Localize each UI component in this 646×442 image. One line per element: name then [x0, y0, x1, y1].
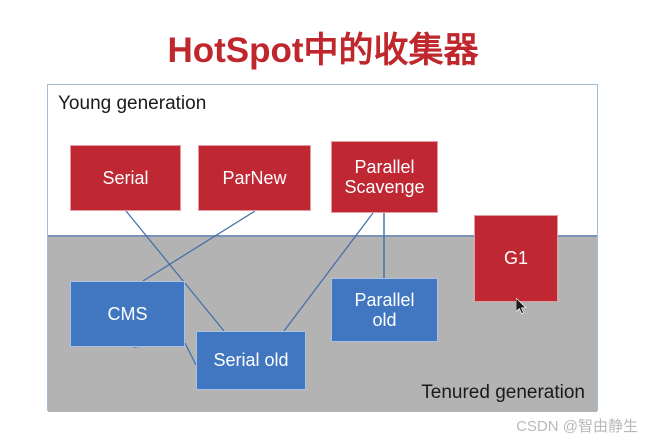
tenured-generation-label: Tenured generation [421, 382, 585, 403]
collector-box-serial-old[interactable]: Serial old [196, 331, 306, 390]
collector-label-parallel-scavenge-line1: Parallel [354, 156, 415, 177]
collector-box-parallel-old[interactable]: Parallel old [331, 278, 438, 342]
collector-label-parallel-old-line1: Parallel [354, 289, 415, 310]
collector-box-cms[interactable]: CMS [70, 281, 185, 347]
page-title: HotSpot中的收集器 [167, 31, 479, 70]
collector-diagram: Young generation Tenured generation Seri… [47, 84, 598, 412]
collector-label-parnew: ParNew [222, 167, 287, 188]
collector-label-serial: Serial [102, 167, 149, 188]
collector-label-parallel-old-line2: old [372, 310, 397, 330]
csdn-watermark: CSDN @智由静生 [516, 418, 638, 435]
young-generation-label: Young generation [58, 93, 207, 114]
collector-label-g1: G1 [503, 248, 528, 269]
collector-label-parallel-old: Parallel old [354, 290, 414, 330]
collector-label-parallel-scavenge-line2: Scavenge [344, 177, 425, 197]
collector-box-parnew[interactable]: ParNew [198, 145, 311, 211]
collector-box-serial[interactable]: Serial [70, 145, 181, 211]
collector-box-parallel-scavenge[interactable]: Parallel Scavenge [331, 141, 438, 213]
collector-label-cms: CMS [107, 303, 148, 324]
collector-label-parallel-scavenge: Parallel Scavenge [344, 157, 424, 197]
collector-label-serial-old: Serial old [213, 350, 289, 371]
collector-box-g1[interactable]: G1 [474, 215, 558, 302]
